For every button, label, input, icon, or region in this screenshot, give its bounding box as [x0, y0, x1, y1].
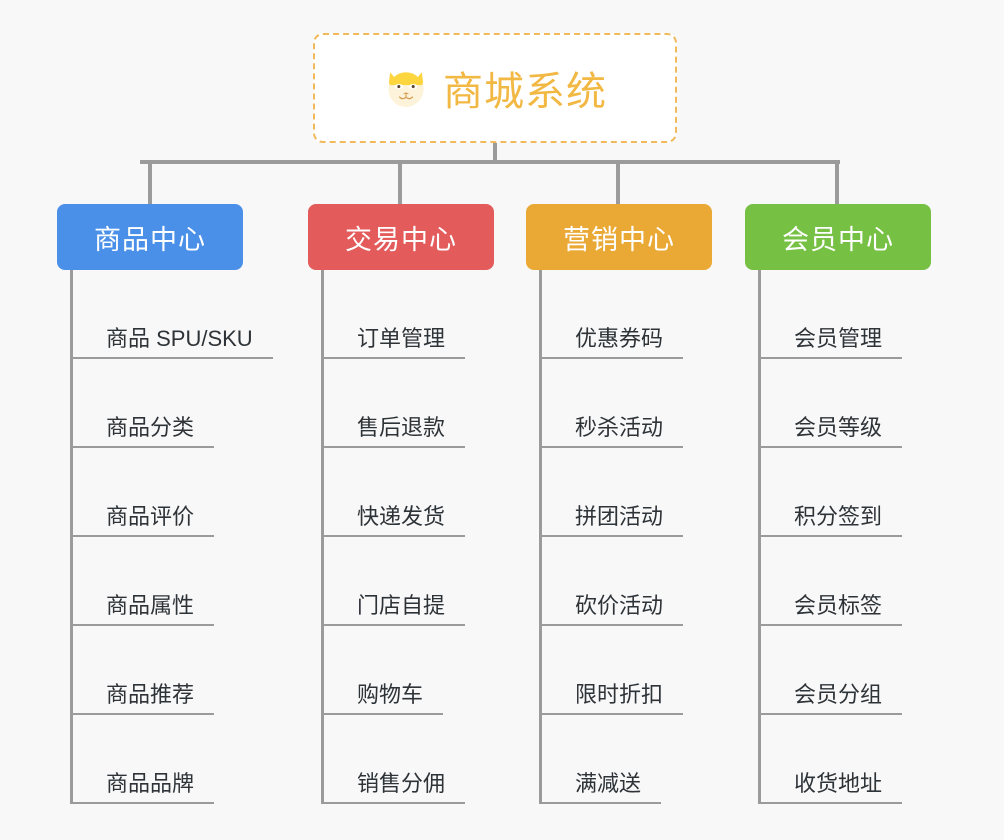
leaf-item-label: 会员管理 — [761, 326, 903, 359]
connector-drop-2 — [398, 160, 402, 204]
leaf-item[interactable]: 商品分类 — [73, 359, 243, 448]
leaf-item-label: 限时折扣 — [542, 682, 684, 715]
leaf-item[interactable]: 快递发货 — [324, 448, 494, 537]
leaf-item-label: 优惠券码 — [542, 326, 684, 359]
leaf-item-label: 秒杀活动 — [542, 415, 684, 448]
leaf-item[interactable]: 商品品牌 — [73, 715, 243, 804]
leaf-item-label: 会员标签 — [761, 593, 903, 626]
leaf-item[interactable]: 优惠券码 — [542, 270, 712, 359]
leaf-item-label: 商品 SPU/SKU — [73, 326, 273, 359]
leaf-item[interactable]: 满减送 — [542, 715, 712, 804]
leaf-item-label: 商品推荐 — [73, 682, 215, 715]
leaf-item[interactable]: 拼团活动 — [542, 448, 712, 537]
column-marketing-center: 营销中心优惠券码秒杀活动拼团活动砍价活动限时折扣满减送 — [526, 204, 712, 804]
leaf-item[interactable]: 会员标签 — [761, 537, 931, 626]
shiba-dog-face-icon — [383, 65, 429, 111]
category-label: 商品中心 — [94, 224, 206, 255]
leaf-item[interactable]: 门店自提 — [324, 537, 494, 626]
leaf-list-marketing-center: 优惠券码秒杀活动拼团活动砍价活动限时折扣满减送 — [539, 270, 712, 804]
leaf-item-label: 销售分佣 — [324, 771, 466, 804]
root-node-title: 商城系统 — [443, 70, 607, 114]
leaf-item[interactable]: 收货地址 — [761, 715, 931, 804]
leaf-item[interactable]: 商品属性 — [73, 537, 243, 626]
leaf-item[interactable]: 砍价活动 — [542, 537, 712, 626]
leaf-item-label: 快递发货 — [324, 504, 466, 537]
category-label: 营销中心 — [563, 224, 675, 255]
leaf-item-label: 商品评价 — [73, 504, 215, 537]
category-label: 交易中心 — [345, 224, 457, 255]
leaf-list-trade-center: 订单管理售后退款快递发货门店自提购物车销售分佣 — [321, 270, 494, 804]
leaf-list-member-center: 会员管理会员等级积分签到会员标签会员分组收货地址 — [758, 270, 931, 804]
leaf-item-label: 商品品牌 — [73, 771, 215, 804]
leaf-item[interactable]: 秒杀活动 — [542, 359, 712, 448]
leaf-item-label: 会员分组 — [761, 682, 903, 715]
category-box-member-center[interactable]: 会员中心 — [745, 204, 931, 270]
column-member-center: 会员中心会员管理会员等级积分签到会员标签会员分组收货地址 — [745, 204, 931, 804]
column-trade-center: 交易中心订单管理售后退款快递发货门店自提购物车销售分佣 — [308, 204, 494, 804]
connector-root-stem — [493, 143, 497, 162]
leaf-item[interactable]: 积分签到 — [761, 448, 931, 537]
leaf-item[interactable]: 会员分组 — [761, 626, 931, 715]
leaf-item-label: 砍价活动 — [542, 593, 684, 626]
leaf-item-label: 售后退款 — [324, 415, 466, 448]
leaf-item[interactable]: 限时折扣 — [542, 626, 712, 715]
leaf-item-label: 商品属性 — [73, 593, 215, 626]
root-node-shop-system[interactable]: 商城系统 — [313, 33, 677, 143]
leaf-item-label: 订单管理 — [324, 326, 466, 359]
category-box-marketing-center[interactable]: 营销中心 — [526, 204, 712, 270]
leaf-item[interactable]: 购物车 — [324, 626, 494, 715]
leaf-item-label: 购物车 — [324, 682, 444, 715]
connector-drop-1 — [148, 160, 152, 204]
connector-horizontal-bus — [140, 160, 840, 164]
connector-drop-3 — [616, 160, 620, 204]
leaf-item[interactable]: 商品推荐 — [73, 626, 243, 715]
leaf-item[interactable]: 会员管理 — [761, 270, 931, 359]
leaf-item-label: 商品分类 — [73, 415, 215, 448]
leaf-item[interactable]: 订单管理 — [324, 270, 494, 359]
leaf-item[interactable]: 售后退款 — [324, 359, 494, 448]
leaf-list-product-center: 商品 SPU/SKU 商品分类商品评价商品属性商品推荐商品品牌 — [70, 270, 273, 804]
leaf-item-label: 门店自提 — [324, 593, 466, 626]
leaf-item-label: 拼团活动 — [542, 504, 684, 537]
leaf-item-label: 满减送 — [542, 771, 662, 804]
leaf-item[interactable]: 销售分佣 — [324, 715, 494, 804]
category-box-trade-center[interactable]: 交易中心 — [308, 204, 494, 270]
leaf-item[interactable]: 会员等级 — [761, 359, 931, 448]
leaf-item-label: 会员等级 — [761, 415, 903, 448]
leaf-item-label: 收货地址 — [761, 771, 903, 804]
connector-drop-4 — [835, 160, 839, 204]
category-label: 会员中心 — [782, 224, 894, 255]
column-product-center: 商品中心商品 SPU/SKU 商品分类商品评价商品属性商品推荐商品品牌 — [57, 204, 273, 804]
leaf-item[interactable]: 商品评价 — [73, 448, 243, 537]
leaf-item-label: 积分签到 — [761, 504, 903, 537]
category-box-product-center[interactable]: 商品中心 — [57, 204, 243, 270]
leaf-item[interactable]: 商品 SPU/SKU — [73, 270, 273, 359]
